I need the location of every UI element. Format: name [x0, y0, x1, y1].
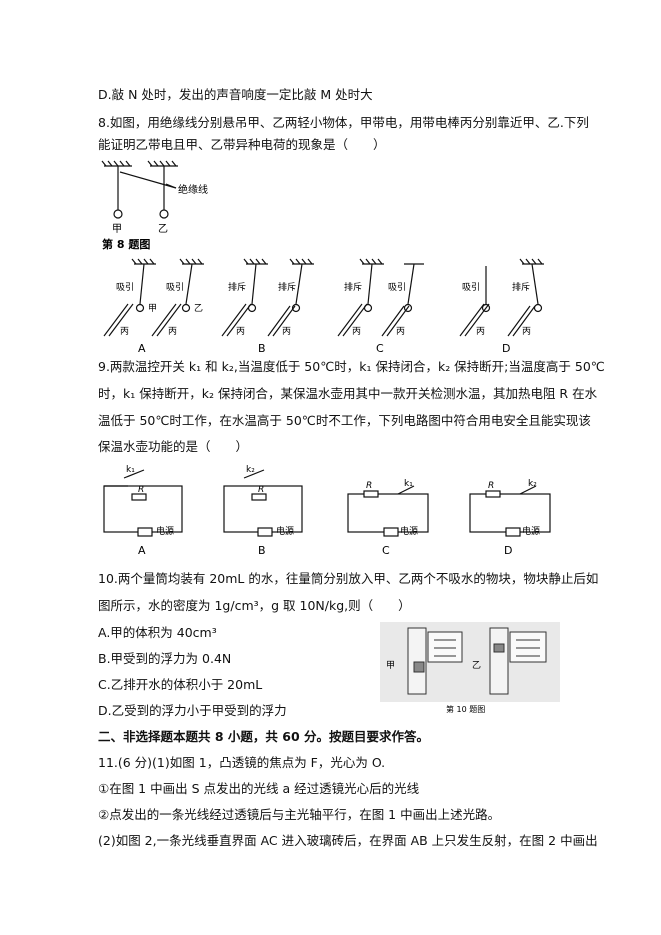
b-k2: k₂ — [246, 465, 255, 475]
d-bing-2: 丙 — [522, 326, 531, 337]
option-d-q7: D.敲 N 处时，发出的声音响度一定比敲 M 处时大 — [98, 87, 373, 102]
a-jia: 甲 — [148, 303, 157, 314]
q10-option-c: C.乙排开水的体积小于 20mL — [98, 677, 263, 692]
q10-option-d: D.乙受到的浮力小于甲受到的浮力 — [98, 703, 287, 718]
fig8-option-b: B — [258, 342, 266, 355]
section-2-heading: 二、非选择题本题共 8 小题，共 60 分。按题目要求作答。 — [98, 729, 430, 744]
c-r: R — [366, 481, 372, 491]
q11-text-4: (2)如图 2,一条光线垂直界面 AC 进入玻璃砖后，在界面 AB 上只发生反射… — [98, 833, 598, 848]
b-r: R — [258, 485, 264, 495]
a-yi: 乙 — [194, 303, 203, 314]
fig9-option-d: D — [504, 544, 512, 557]
fig9-circuit-diagrams: k₁ R 电源 k₂ R 电源 R k₁ 电源 R k₂ 电源 A B C D — [103, 465, 551, 557]
fig10-jia: 甲 — [386, 660, 395, 671]
d-repel: 排斥 — [512, 281, 530, 293]
fig8-option-a: A — [138, 342, 146, 355]
fig10-yi: 乙 — [472, 660, 481, 671]
q11-text-2: ①在图 1 中画出 S 点发出的光线 a 经过透镜光心后的光线 — [98, 781, 420, 796]
q10-text-1: 10.两个量筒均装有 20mL 的水，往量筒分别放入甲、乙两个不吸水的物块，物块… — [98, 571, 599, 586]
q10-option-a: A.甲的体积为 40cm³ — [98, 625, 217, 640]
d-bing-1: 丙 — [476, 326, 485, 337]
a-k1: k₁ — [126, 465, 135, 475]
b-repel-2: 排斥 — [278, 281, 296, 293]
q10-option-b: B.甲受到的浮力为 0.4N — [98, 651, 232, 666]
fig9-option-a: A — [138, 544, 146, 557]
d-attract: 吸引 — [462, 282, 480, 293]
fig9-option-c: C — [382, 544, 390, 557]
c-bing-1: 丙 — [352, 326, 361, 337]
q11-text-1: 11.(6 分)(1)如图 1，凸透镜的焦点为 F，光心为 O. — [98, 755, 386, 770]
c-attract: 吸引 — [388, 282, 406, 293]
b-source: 电源 — [276, 525, 294, 537]
c-bing-2: 丙 — [396, 326, 405, 337]
a-bing-1: 丙 — [120, 326, 129, 337]
q8-text-2: 能证明乙带电且甲、乙带异种电荷的现象是（ ） — [98, 137, 386, 152]
c-repel: 排斥 — [344, 281, 362, 293]
jia-label: 甲 — [112, 224, 122, 235]
q11-text-3: ②点发出的一条光线经过透镜后与主光轴平行，在图 1 中画出上述光路。 — [98, 807, 501, 822]
q9-text-4: 保温水壶功能的是（ ） — [98, 439, 249, 454]
a-bing-2: 丙 — [168, 326, 177, 337]
fig9-option-b: B — [258, 544, 266, 557]
insulator-label: 绝缘线 — [178, 183, 208, 196]
q10-text-2: 图所示，水的密度为 1g/cm³，g 取 10N/kg,则（ ） — [98, 598, 411, 613]
fig10-cylinders-photo: 甲 乙 第 10 题图 — [380, 622, 560, 714]
a-source: 电源 — [156, 525, 174, 537]
yi-label: 乙 — [158, 223, 168, 235]
fig10-caption: 第 10 题图 — [446, 704, 485, 714]
c-source: 电源 — [400, 525, 418, 537]
fig8-option-d: D — [502, 342, 510, 355]
b-bing-1: 丙 — [236, 326, 245, 337]
fig8-option-c: C — [376, 342, 384, 355]
q9-text-3: 温低于 50℃时工作，在水温高于 50℃时不工作，下列电路图中符合用电安全且能实… — [98, 413, 591, 428]
fig8-caption: 第 8 题图 — [102, 237, 150, 251]
q8-text-1: 8.如图，用绝缘线分别悬吊甲、乙两轻小物体，甲带电，用带电棒丙分别靠近甲、乙.下… — [98, 115, 589, 130]
a-attract-1: 吸引 — [116, 282, 134, 293]
d-k2: k₂ — [528, 479, 537, 489]
a-attract-2: 吸引 — [166, 282, 184, 293]
b-repel-1: 排斥 — [228, 281, 246, 293]
b-bing-2: 丙 — [282, 326, 291, 337]
d-r: R — [488, 481, 494, 491]
c-k1: k₁ — [404, 479, 413, 489]
q9-text-2: 时，k₁ 保持断开，k₂ 保持闭合，某保温水壶用其中一款开关检测水温，其加热电阻… — [98, 386, 598, 401]
fig8-options-diagram: 吸引 吸引 丙 丙 甲 乙 排斥 排斥 丙 丙 排斥 吸引 丙 丙 吸引 排斥 … — [103, 258, 544, 355]
q9-text-1: 9.两款温控开关 k₁ 和 k₂,当温度低于 50℃时，k₁ 保持闭合，k₂ 保… — [98, 359, 605, 374]
fig8-suspension-diagram: 绝缘线 甲 乙 第 8 题图 — [101, 160, 208, 251]
a-r: R — [138, 485, 144, 495]
d-source: 电源 — [522, 525, 540, 537]
